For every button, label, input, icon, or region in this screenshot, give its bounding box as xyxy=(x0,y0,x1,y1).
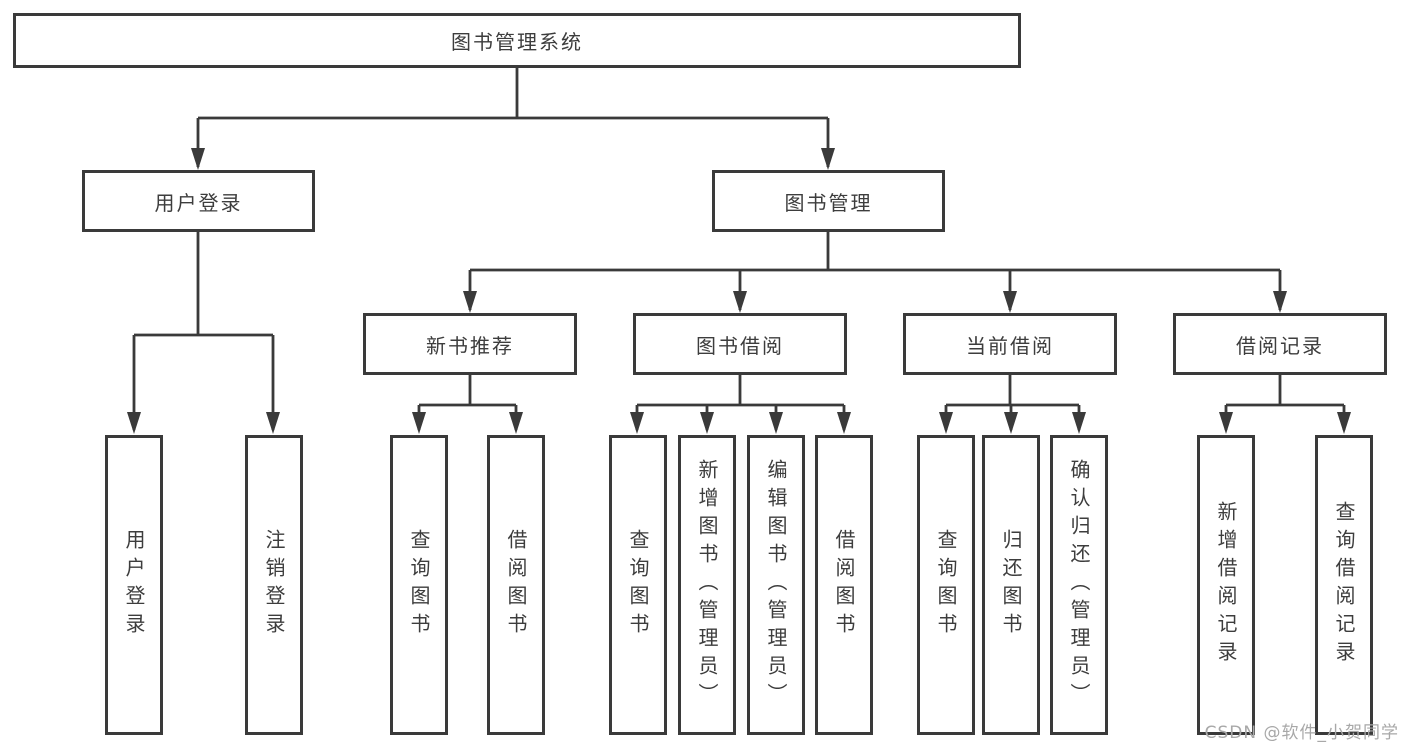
node-leaf-return-books: 归还图书 xyxy=(982,435,1040,735)
node-category-book-borrow: 图书借阅 xyxy=(633,313,847,375)
connector-new-book-recommend-to-leaves xyxy=(412,375,523,434)
connector-book-borrow-to-leaves xyxy=(630,375,851,434)
node-leaf-query-books: 查询图书 xyxy=(609,435,667,735)
node-leaf-label: 新增借阅记录 xyxy=(1214,501,1238,669)
node-leaf-borrow-books: 借阅图书 xyxy=(815,435,873,735)
node-leaf-label: 编辑图书（管理员） xyxy=(764,459,788,711)
node-leaf-label: 借阅图书 xyxy=(504,529,528,641)
node-category-label: 当前借阅 xyxy=(966,333,1054,358)
node-category-label: 新书推荐 xyxy=(426,333,514,358)
node-leaf-confirm-return-admin: 确认归还（管理员） xyxy=(1050,435,1108,735)
node-leaf-add-borrow-record: 新增借阅记录 xyxy=(1197,435,1255,735)
node-branch-label: 用户登录 xyxy=(154,190,243,215)
connector-borrow-records-to-leaves xyxy=(1219,375,1351,434)
node-leaf-label: 查询图书 xyxy=(407,529,431,641)
node-leaf-borrow-books: 借阅图书 xyxy=(487,435,545,735)
node-category-label: 图书借阅 xyxy=(696,333,784,358)
connector-current-borrow-to-leaves xyxy=(939,375,1086,434)
node-leaf-user-login: 用户登录 xyxy=(105,435,163,735)
node-leaf-label: 借阅图书 xyxy=(832,529,856,641)
node-leaf-edit-books-admin: 编辑图书（管理员） xyxy=(747,435,805,735)
node-leaf-add-books-admin: 新增图书（管理员） xyxy=(678,435,736,735)
node-leaf-label: 用户登录 xyxy=(122,529,146,641)
node-leaf-label: 归还图书 xyxy=(999,529,1023,641)
node-leaf-label: 查询图书 xyxy=(626,529,650,641)
node-category-new-book-recommend: 新书推荐 xyxy=(363,313,577,375)
node-leaf-label: 新增图书（管理员） xyxy=(695,459,719,711)
node-leaf-logout: 注销登录 xyxy=(245,435,303,735)
node-leaf-query-borrow-record: 查询借阅记录 xyxy=(1315,435,1373,735)
csdn-watermark: CSDN @软件_小贺同学 xyxy=(1204,723,1399,743)
node-leaf-query-books: 查询图书 xyxy=(917,435,975,735)
node-category-label: 借阅记录 xyxy=(1236,333,1324,358)
node-root-label: 图书管理系统 xyxy=(451,30,583,54)
node-leaf-query-books: 查询图书 xyxy=(390,435,448,735)
node-category-borrow-records: 借阅记录 xyxy=(1173,313,1387,375)
node-root-system: 图书管理系统 xyxy=(13,13,1021,68)
node-leaf-label: 确认归还（管理员） xyxy=(1067,459,1091,711)
node-branch-user-login: 用户登录 xyxy=(82,170,315,232)
connector-book-management-to-categories xyxy=(463,232,1287,313)
node-leaf-label: 注销登录 xyxy=(262,529,286,641)
node-branch-label: 图书管理 xyxy=(784,190,873,215)
connector-user-login-to-leaves xyxy=(127,232,280,434)
node-branch-book-management: 图书管理 xyxy=(712,170,945,232)
node-leaf-label: 查询图书 xyxy=(934,529,958,641)
connector-root-to-branches xyxy=(191,68,835,170)
node-category-current-borrow: 当前借阅 xyxy=(903,313,1117,375)
node-leaf-label: 查询借阅记录 xyxy=(1332,501,1356,669)
